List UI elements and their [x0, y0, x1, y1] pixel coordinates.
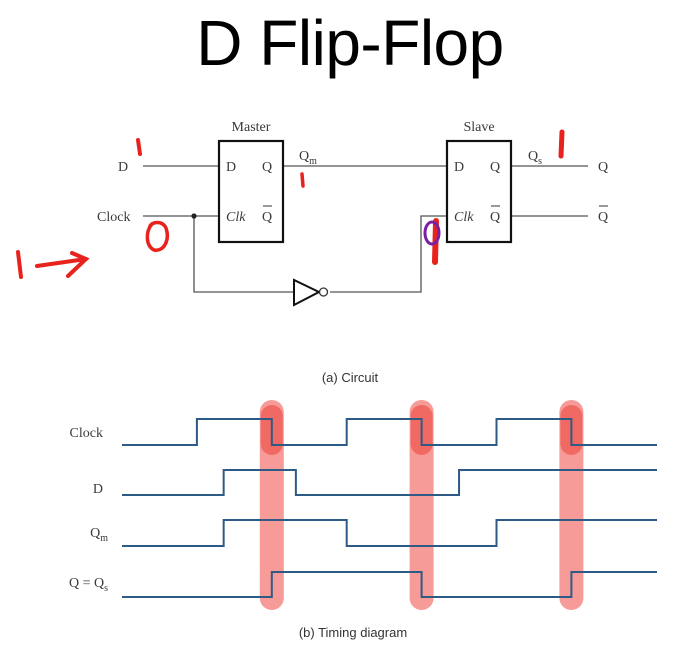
inverted-clock-wire: [330, 215, 447, 293]
circuit: [143, 165, 588, 293]
slave-pin-d: D: [454, 160, 464, 175]
annotation-bubble-circle: [423, 220, 441, 246]
not-gate-icon: [293, 278, 329, 307]
wave-clock: [122, 418, 657, 446]
slave-pin-clk: Clk: [454, 210, 474, 225]
annotation-d-one: [136, 138, 142, 156]
slave-flipflop: [445, 139, 513, 244]
qs-label: Qs: [528, 149, 542, 167]
slave-pin-q: Q: [490, 160, 500, 175]
page-title: D Flip-Flop: [196, 7, 504, 79]
master-pin-d: D: [226, 160, 236, 175]
junction-dot: [191, 213, 197, 219]
timing-caption: (b) Timing diagram: [299, 625, 407, 640]
wave-qm: [122, 519, 657, 547]
master-pin-qbar: Q: [262, 210, 272, 225]
qm-label: Qm: [299, 149, 317, 167]
annotation-left-one: [16, 250, 23, 279]
qbar-output-label: Q: [598, 210, 608, 225]
annotation-qs-one: [558, 129, 565, 159]
master-pin-clk: Clk: [226, 210, 246, 225]
annotation-clock-zero: [145, 220, 169, 252]
annotation-qm-one: [300, 172, 305, 188]
signal-label-d: D: [93, 482, 103, 497]
circuit-caption: (a) Circuit: [322, 370, 379, 385]
timing-labels: Clock D Qm Q = Qs: [69, 426, 108, 594]
signal-label-qm: Qm: [90, 526, 108, 544]
clock-branch-wire: [193, 216, 294, 293]
d-input-label: D: [118, 160, 128, 175]
q-output-label: Q: [598, 160, 608, 175]
master-flipflop: [217, 139, 285, 244]
slave-pin-qbar: Q: [490, 210, 500, 225]
timing-waveforms: [122, 418, 657, 598]
wave-q: [122, 571, 657, 598]
clock-input-label: Clock: [97, 210, 130, 225]
signal-label-q: Q = Qs: [69, 576, 108, 594]
annotation-arrow: [35, 251, 90, 278]
slave-label: Slave: [463, 120, 494, 135]
master-label: Master: [232, 120, 271, 135]
master-pin-q: Q: [262, 160, 272, 175]
wave-d: [122, 469, 657, 496]
signal-label-clock: Clock: [70, 426, 103, 441]
